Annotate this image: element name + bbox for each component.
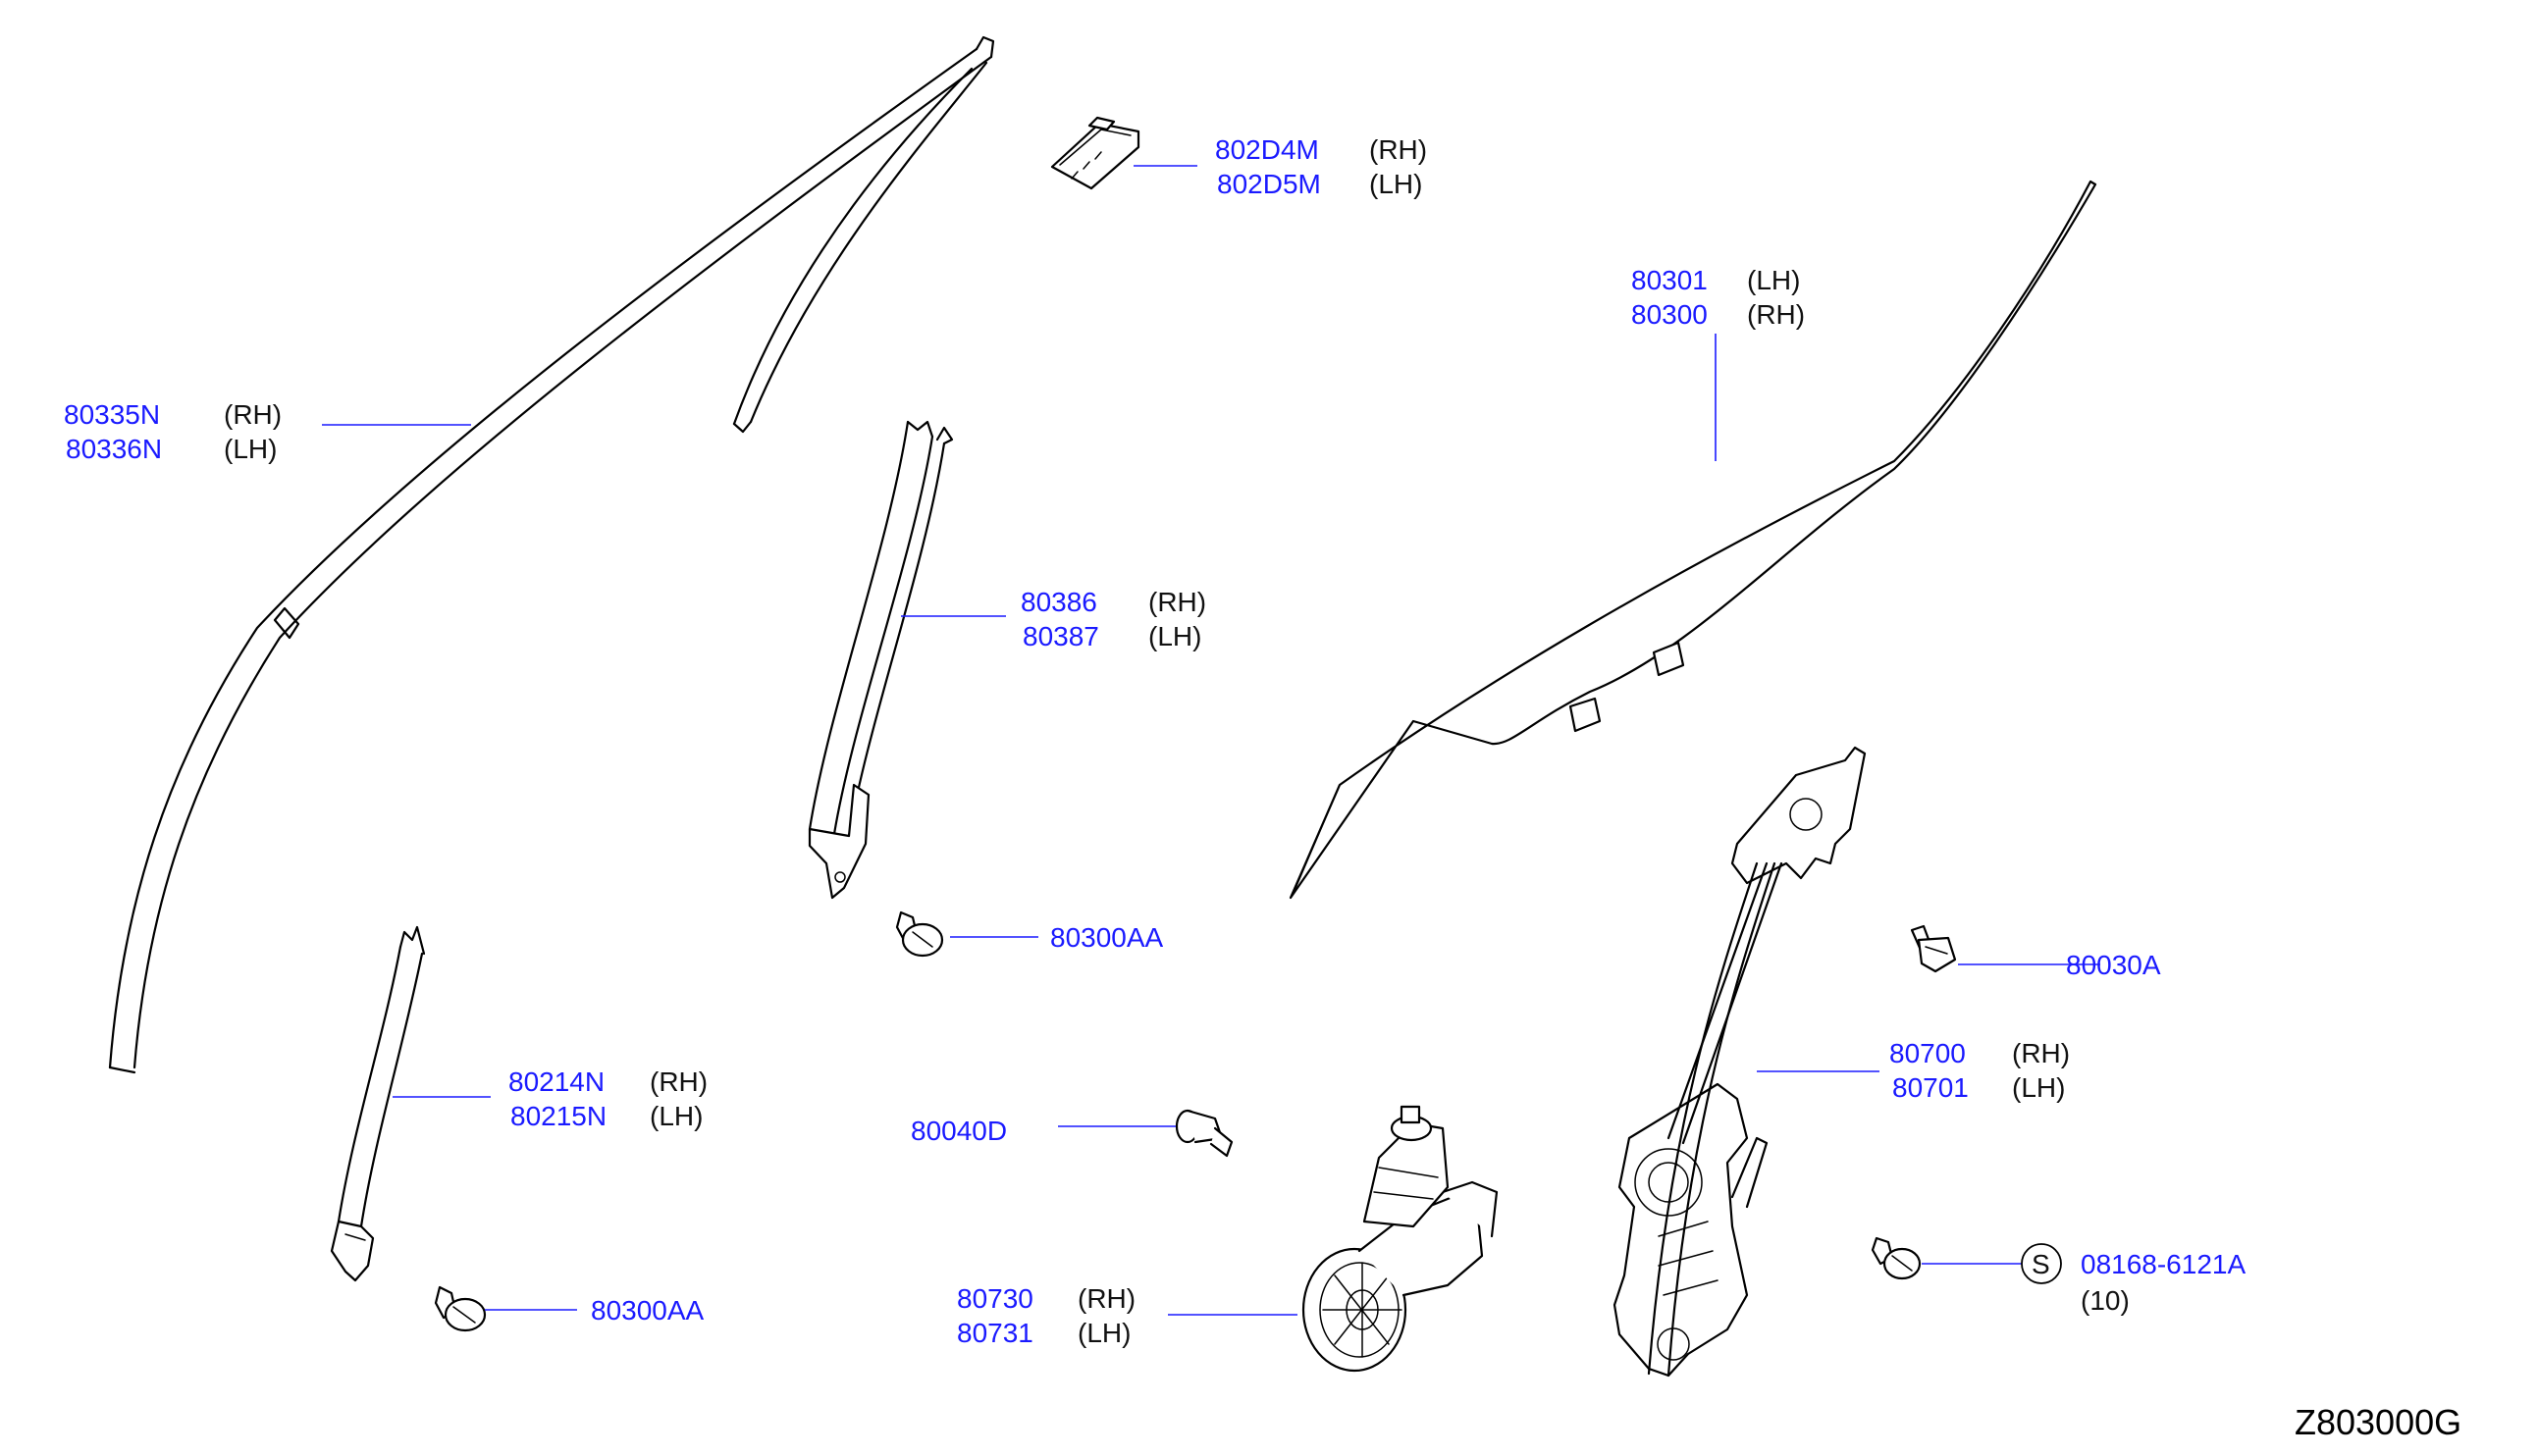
rear-sash-drawing (808, 420, 954, 900)
callout-80335n: 80335N (64, 399, 160, 430)
callout-80336n-side: (LH) (224, 434, 277, 464)
callout-80700: 80700 (1889, 1038, 1966, 1068)
callout-80731-side: (LH) (1078, 1318, 1131, 1348)
callout-80300aa-upper: 80300AA (1050, 922, 1164, 953)
callout-80300-side: (RH) (1747, 299, 1805, 330)
callout-08168-6121a: 08168-6121A (2081, 1249, 2246, 1279)
callout-802d4m-side: (RH) (1369, 134, 1427, 165)
screw-drawing (1175, 1109, 1234, 1158)
callout-80386-side: (RH) (1148, 587, 1206, 617)
door-glass-drawing (1289, 180, 2097, 900)
callout-80731: 80731 (957, 1318, 1033, 1348)
callout-80215n-side: (LH) (650, 1101, 703, 1131)
callout-80335n-side: (RH) (224, 399, 282, 430)
callout-80386: 80386 (1021, 587, 1097, 617)
motor-drawing (1301, 1105, 1499, 1373)
callout-80215n: 80215N (510, 1101, 607, 1131)
callout-80700-side: (RH) (2012, 1038, 2070, 1068)
callout-80701-side: (LH) (2012, 1072, 2065, 1103)
diagram-id: Z803000G (2295, 1402, 2461, 1442)
callout-80301-side: (LH) (1747, 265, 1800, 295)
bolt-upper-drawing (895, 910, 944, 958)
weatherstrip-drawing (108, 35, 995, 1074)
leader-lines (322, 165, 2100, 1316)
callout-80730: 80730 (957, 1283, 1033, 1314)
sash-clip-drawing (1050, 116, 1140, 190)
callout-80701: 80701 (1892, 1072, 1969, 1103)
callout-80214n: 80214N (508, 1066, 605, 1097)
callout-80030a: 80030A (2066, 950, 2161, 980)
bolt-right-drawing (1910, 924, 1957, 973)
callout-80300: 80300 (1631, 299, 1708, 330)
regulator-drawing (1613, 746, 1867, 1378)
bolt-lower-drawing (434, 1285, 487, 1332)
callout-80730-side: (RH) (1078, 1283, 1136, 1314)
callout-s-symbol: S (2032, 1249, 2050, 1279)
s-circle-icon (2021, 1243, 2062, 1284)
callout-08168-6121a-qty: (10) (2081, 1285, 2130, 1316)
callout-80387: 80387 (1023, 621, 1099, 651)
callout-80040d: 80040D (911, 1116, 1007, 1146)
bolt-s-drawing (1871, 1236, 1922, 1280)
callout-80336n: 80336N (66, 434, 162, 464)
callout-80387-side: (LH) (1148, 621, 1201, 651)
front-sash-drawing (330, 925, 426, 1282)
callout-802d5m: 802D5M (1217, 169, 1321, 199)
callout-80301: 80301 (1631, 265, 1708, 295)
callout-80214n-side: (RH) (650, 1066, 708, 1097)
callout-802d5m-side: (LH) (1369, 169, 1422, 199)
callout-802d4m: 802D4M (1215, 134, 1319, 165)
callout-80300aa-lower: 80300AA (591, 1295, 705, 1326)
